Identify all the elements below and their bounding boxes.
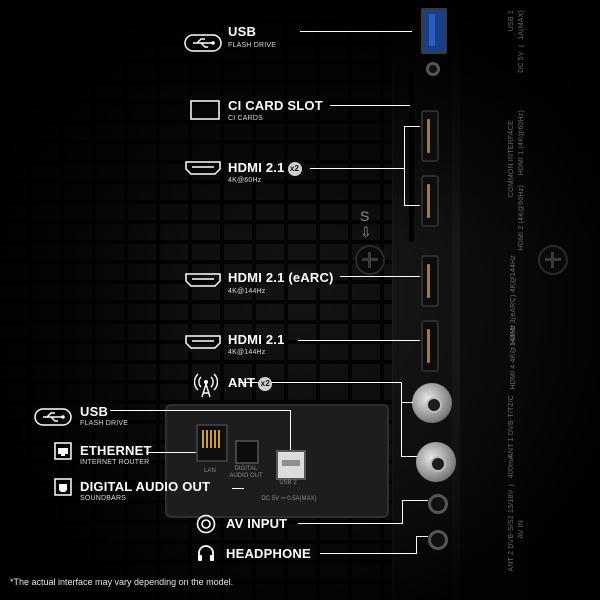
silk-ant1: ANT 1 DVB-T/T2/C <box>508 395 515 458</box>
ethernet-title: ETHERNET <box>80 443 152 458</box>
hdmi-earc-title: HDMI 2.1 (eARC) <box>228 270 334 285</box>
digital-audio-title: DIGITAL AUDIO OUT <box>80 479 211 494</box>
callout-drop-av <box>402 500 403 524</box>
silk-usb1: USB 1 <box>508 10 515 32</box>
callout-drop-usb-bottom <box>290 410 291 450</box>
silk-hdmi4: HDMI 4 4K@144Hz <box>510 325 517 390</box>
optical-audio-icon <box>54 478 72 496</box>
silk-lan: LAN <box>204 468 216 474</box>
callout-line-hdmi-pair <box>310 168 404 169</box>
callout-line-ethernet <box>146 452 196 453</box>
callout-bracket-ant-1 <box>401 402 413 403</box>
side-screw <box>538 245 568 275</box>
callout-bracket-ant <box>401 382 402 456</box>
hdmi-single-sub: 4K@144Hz <box>228 349 266 356</box>
callout-line-hdmi-single <box>298 340 420 341</box>
callout-line-ant <box>240 382 402 383</box>
silk-digital-audio: DIGITAL AUDIO OUT <box>229 466 263 479</box>
callout-line-ci <box>330 105 410 106</box>
usb-top-sub: FLASH DRIVE <box>228 42 277 49</box>
callout-end-headphone <box>416 536 428 537</box>
callout-bracket-bottom <box>404 205 420 206</box>
ant-count-badge: x2 <box>258 376 273 391</box>
hdmi-port-4 <box>421 320 439 372</box>
hdmi-port-2 <box>421 175 439 227</box>
callout-line-usb-top <box>300 31 412 32</box>
callout-line-usb-bottom <box>110 410 290 411</box>
hdmi-icon <box>185 161 221 175</box>
antenna-port-2 <box>416 442 456 482</box>
av-input-icon <box>196 514 216 534</box>
headphone-title: HEADPHONE <box>226 546 311 561</box>
small-jack <box>426 62 440 76</box>
ci-card-title: CI CARD SLOT <box>228 98 323 113</box>
silk-common-interface: COMMON INTERFACE <box>508 120 515 198</box>
hdmi-single-title: HDMI 2.1 <box>228 332 285 347</box>
digital-audio-sub: SOUNDBARS <box>80 495 127 502</box>
callout-bracket-ant-2 <box>401 456 417 457</box>
s-arrow-mark: S⇩ <box>360 208 372 240</box>
usb-top-title: USB <box>228 24 257 39</box>
callout-line-earc <box>340 276 420 277</box>
ci-card-icon <box>190 100 220 120</box>
callout-line-digital-audio <box>232 488 244 489</box>
callout-bracket-top <box>404 126 420 127</box>
silk-hdmi1: HDMI 1 (4K@60Hz) <box>518 110 525 176</box>
silk-usb2-power: DC 5V ⎓ 0.5A(MAX) <box>261 496 317 502</box>
silk-usb1-power: DC 5V ⎓ 1A(MAX) <box>518 10 525 73</box>
lan-port <box>196 424 228 462</box>
hdmi-earc-icon <box>185 273 221 287</box>
callout-bracket-hdmi <box>404 126 405 206</box>
hdmi-pair-sub: 4K@60Hz <box>228 177 262 184</box>
usb-icon <box>184 34 222 52</box>
callout-end-av <box>402 500 428 501</box>
silk-av-in: AV IN <box>518 520 525 539</box>
antenna-port-1 <box>412 383 452 423</box>
disclaimer-footnote: *The actual interface may vary depending… <box>10 577 234 587</box>
silk-ant2: ANT 2 DVB-S/S2 13/18V ⎓ 400mA <box>508 455 515 572</box>
callout-line-headphone <box>320 553 416 554</box>
usb-port-white <box>276 450 306 480</box>
callout-line-av <box>298 523 402 524</box>
headphone-jack <box>428 530 448 550</box>
ci-card-slot <box>409 72 414 242</box>
hdmi-single-icon <box>185 335 221 349</box>
av-input-title: AV INPUT <box>226 516 288 531</box>
hdmi-earc-sub: 4K@144Hz <box>228 288 266 295</box>
optical-port <box>235 440 259 464</box>
hdmi-port-3 <box>421 255 439 307</box>
ethernet-sub: INTERNET ROUTER <box>80 459 150 466</box>
usb-bottom-title: USB <box>80 404 109 419</box>
mounting-screw <box>355 245 385 275</box>
ethernet-icon <box>54 442 72 460</box>
usb-bottom-sub: FLASH DRIVE <box>80 420 129 427</box>
callout-drop-headphone <box>416 536 417 554</box>
usb-bottom-icon <box>34 408 72 426</box>
usb-port-blue <box>421 8 447 54</box>
silk-usb2: USB 2 <box>279 480 297 486</box>
ci-card-sub: CI CARDS <box>228 115 264 122</box>
hdmi-port-1 <box>421 110 439 162</box>
antenna-icon <box>194 373 218 398</box>
headphone-icon <box>198 545 214 561</box>
silk-hdmi2: HDMI 2 (4K@60Hz) <box>518 185 525 251</box>
hdmi-count-badge: x2 <box>287 161 302 176</box>
av-input-jack <box>428 494 448 514</box>
